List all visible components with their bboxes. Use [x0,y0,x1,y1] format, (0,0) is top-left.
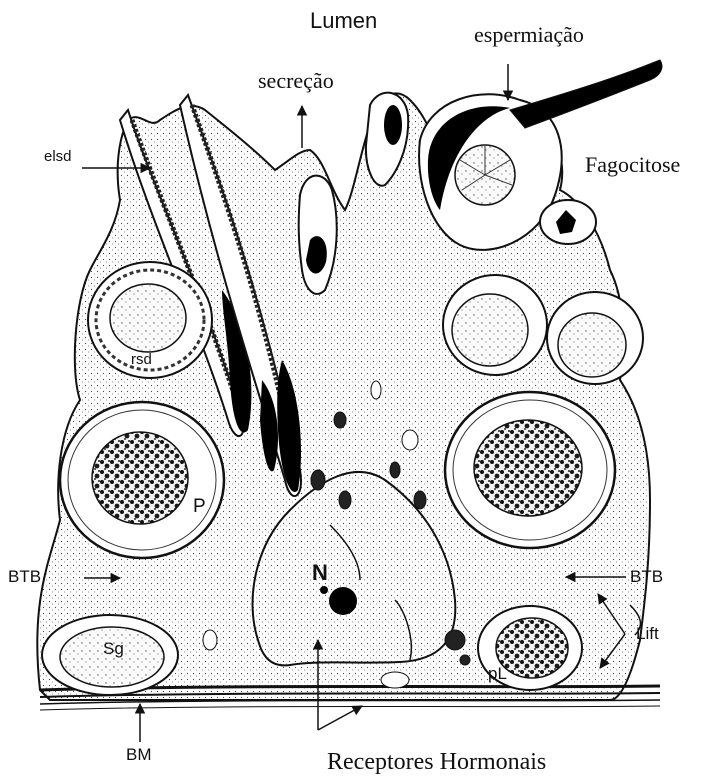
label-sg: Sg [103,640,124,657]
label-espermiacao: espermiação [474,24,584,46]
label-rsd: rsd [131,352,152,367]
label-p: P [193,497,206,516]
label-n: N [312,562,328,584]
label-fagocitose: Fagocitose [585,154,680,176]
phagocytosis-body [540,200,596,244]
label-secrecao: secreção [258,70,334,92]
label-pl: pL [488,665,507,682]
label-bm: BM [126,746,152,763]
pachytene-spermatocyte-left [60,402,224,558]
label-btb-right: BTB [630,568,663,585]
secretion-cell [299,176,337,294]
label-lift: Lift [636,625,659,642]
arrow-receptores-membrane [318,706,362,730]
label-receptores-hormonais: Receptores Hormonais [327,750,546,774]
label-elsd: elsd [44,149,72,164]
label-btb-left: BTB [8,568,41,585]
pachytene-spermatocyte-right [445,392,615,548]
label-lumen: Lumen [310,10,377,32]
